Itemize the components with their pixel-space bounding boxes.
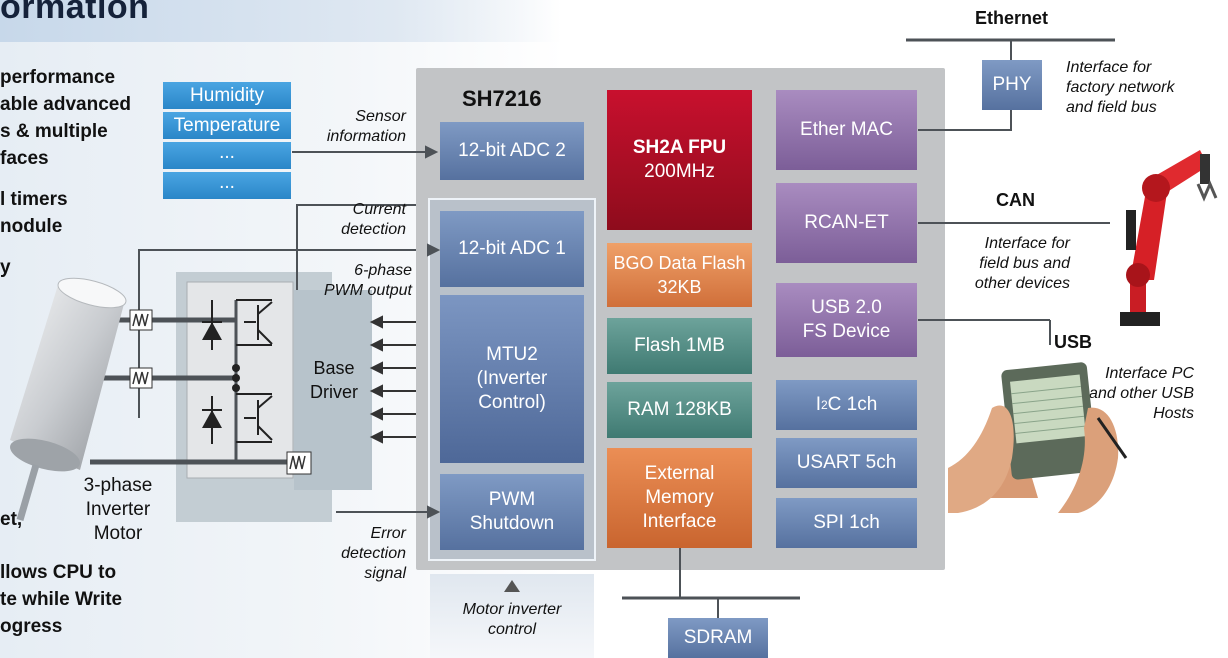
motor-cylinder (10, 277, 127, 521)
igbt-upper (236, 299, 273, 346)
shunt-resistors (129, 309, 312, 475)
i2c-label-i: I (815, 394, 821, 415)
left-line: able advanced (0, 94, 131, 115)
sensor-more: ... (163, 172, 291, 199)
left-line: y (0, 257, 11, 278)
factory-network-note: Interface for factory network and field … (1066, 59, 1175, 116)
current-sense-wire (138, 249, 430, 418)
cpu-clock: 200MHz (644, 161, 715, 182)
motor-label: 3-phase Inverter Motor (83, 475, 153, 544)
sensor-temperature: Temperature (163, 112, 291, 139)
left-line: faces (0, 148, 49, 169)
robot-arm-image (1120, 150, 1218, 326)
external-memory-block: External Memory Interface (607, 448, 752, 548)
left-line: et, (0, 509, 23, 530)
pda-hands-image (948, 362, 1128, 513)
left-text-bottom: et, llows CPU to te while Write ogress (0, 506, 122, 640)
left-line: llows CPU to (0, 562, 117, 583)
can-label: CAN (996, 190, 1035, 210)
left-line: l timers (0, 189, 68, 210)
sensor-information-label: Sensor information (326, 108, 406, 145)
pwm-shutdown-block: PWM Shutdown (440, 474, 584, 550)
adc1-arrow (427, 243, 441, 257)
usb-label: USB (1054, 332, 1093, 352)
left-line: nodule (0, 216, 63, 237)
mtu2-block: MTU2 (Inverter Control) (440, 295, 584, 463)
adc1-block: 12-bit ADC 1 (440, 211, 584, 287)
sensor-more: ... (163, 142, 291, 169)
sdram-block: SDRAM (668, 618, 768, 658)
title-bar: ormation (0, 0, 560, 42)
usb-device-block: USB 2.0 FS Device (776, 283, 917, 357)
motor-control-callout: Motor inverter control (430, 574, 594, 658)
spi-block: SPI 1ch (776, 498, 917, 548)
error-detection-label: Error detection signal (341, 525, 406, 582)
motor-inverter-control-label: Motor inverter control (462, 601, 562, 638)
i2c-label-rest: C 1ch (827, 394, 878, 415)
base-driver-label: Base Driver (310, 358, 358, 402)
left-line: ogress (0, 616, 63, 637)
usb-hosts-note: Interface PC and other USB Hosts (1089, 365, 1194, 422)
up-arrow-icon (504, 580, 520, 592)
cpu-name: SH2A FPU (632, 137, 727, 158)
flash-block: Flash 1MB (607, 318, 752, 374)
igbt-lower (236, 393, 273, 443)
field-bus-note: Interface for field bus and other device… (974, 235, 1070, 292)
ethernet-label: Ethernet (975, 8, 1049, 28)
left-text-top: performance able advanced s & multiple f… (0, 64, 131, 281)
left-line: te while Write (0, 589, 123, 610)
current-detection-label: Current detection (341, 201, 406, 238)
page-title: ormation (0, 0, 150, 26)
left-line: performance (0, 67, 116, 88)
bgo-flash-block: BGO Data Flash 32KB (607, 243, 752, 307)
pwm-output-label: 6-phase PWM output (323, 262, 412, 299)
ram-block: RAM 128KB (607, 382, 752, 438)
cpu-block: SH2A FPU 200MHz (607, 90, 752, 230)
rcan-et-block: RCAN-ET (776, 183, 917, 263)
phy-block: PHY (982, 60, 1042, 110)
sensor-list: Humidity Temperature ... ... (163, 82, 291, 199)
left-line: s & multiple (0, 121, 108, 142)
mac-to-phy-line (918, 110, 1012, 131)
adc2-block: 12-bit ADC 2 (440, 122, 584, 180)
chip-name: SH7216 (462, 86, 542, 111)
usart-block: USART 5ch (776, 438, 917, 488)
sensor-humidity: Humidity (163, 82, 291, 109)
ether-mac-block: Ether MAC (776, 90, 917, 170)
